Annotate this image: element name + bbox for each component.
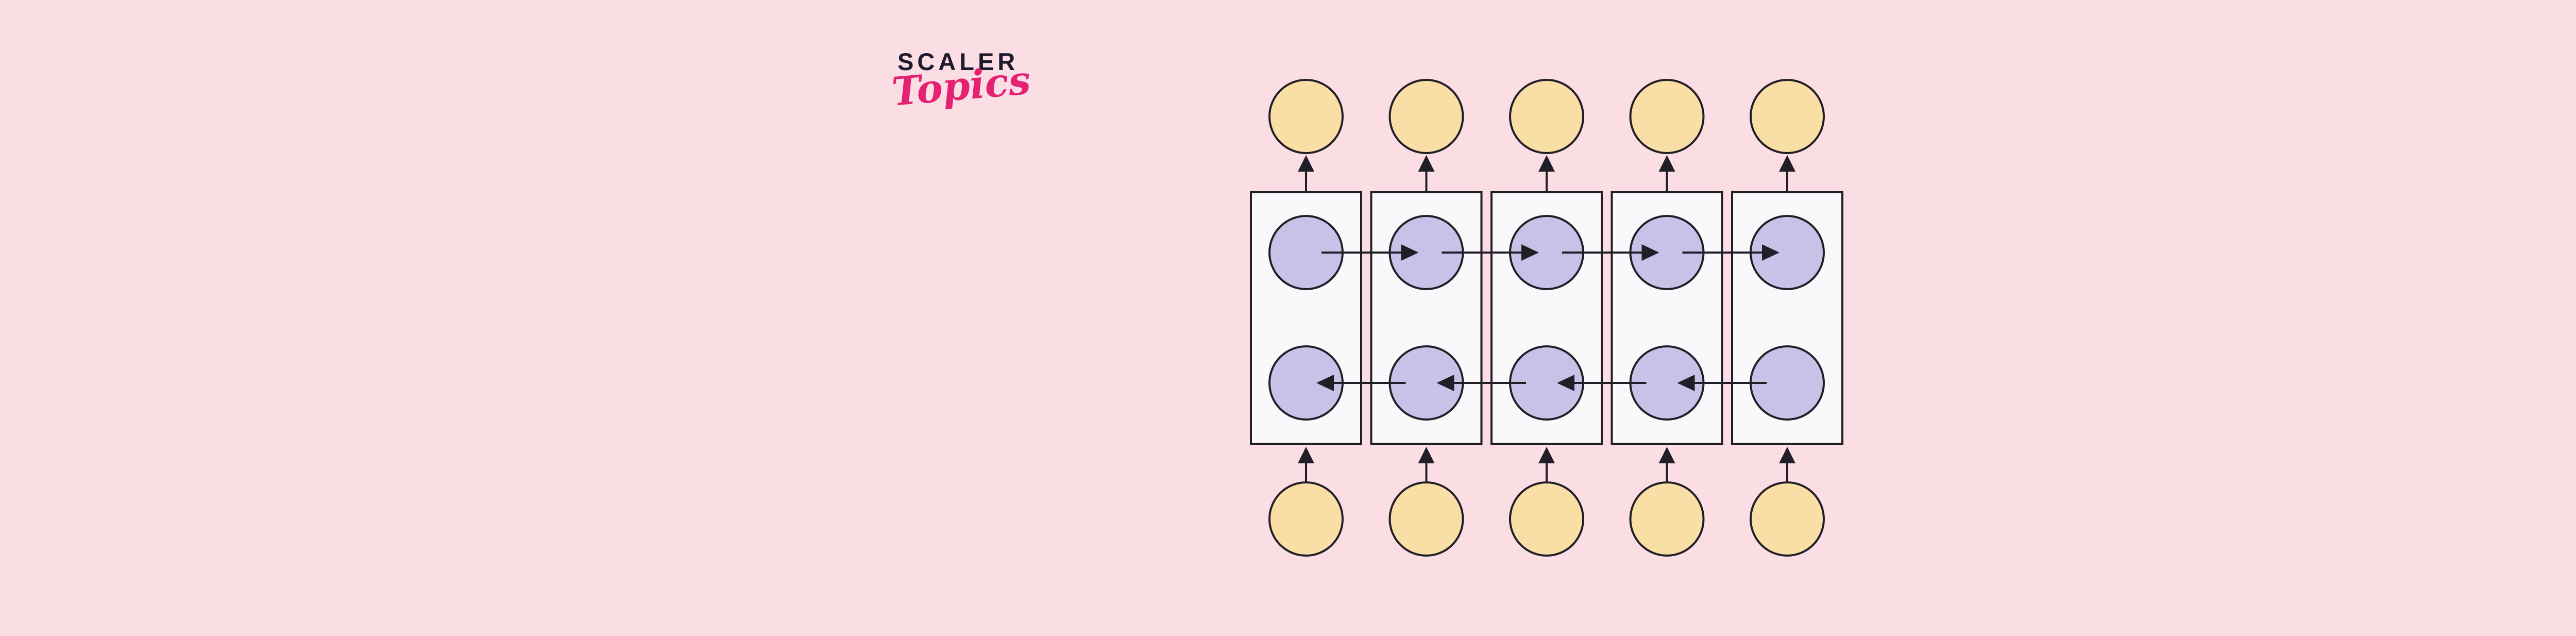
output-arrow-head — [1779, 155, 1795, 172]
logo-brand-text: SCALER — [897, 48, 1019, 75]
input-arrow-head — [1538, 447, 1555, 463]
output-node — [1750, 79, 1825, 154]
input-node — [1388, 481, 1464, 557]
input-arrow-head — [1658, 447, 1675, 463]
output-arrow-head — [1658, 155, 1675, 172]
output-node — [1268, 79, 1344, 154]
output-arrow-head — [1298, 155, 1314, 172]
backward-arrow-head — [1436, 375, 1454, 391]
input-arrow-head — [1779, 447, 1795, 463]
input-node — [1750, 481, 1825, 557]
forward-arrow-head — [1521, 244, 1539, 261]
input-node — [1509, 481, 1584, 557]
output-node — [1388, 79, 1464, 154]
input-node — [1629, 481, 1705, 557]
input-arrow-head — [1418, 447, 1435, 463]
forward-arrow-head — [1762, 244, 1780, 261]
output-node — [1509, 79, 1584, 154]
forward-arrow-head — [1401, 244, 1419, 261]
input-arrow-head — [1298, 447, 1314, 463]
output-arrow-head — [1538, 155, 1555, 172]
output-node — [1629, 79, 1705, 154]
backward-arrow-head — [1316, 375, 1334, 391]
output-arrow-head — [1418, 155, 1435, 172]
forward-arrow-head — [1641, 244, 1659, 261]
backward-arrow-head — [1677, 375, 1695, 391]
input-node — [1268, 481, 1344, 557]
backward-arrow-head — [1557, 375, 1574, 391]
scaler-topics-logo: SCALER Topics — [890, 48, 1032, 115]
